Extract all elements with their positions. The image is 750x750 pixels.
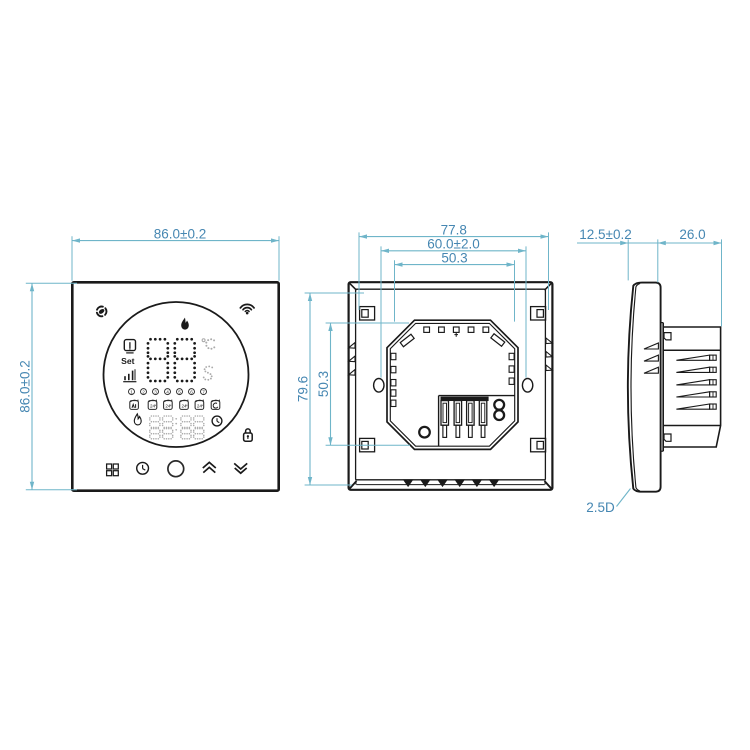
svg-text:2: 2 [142,390,145,395]
svg-text:5: 5 [178,390,181,395]
svg-text:7: 7 [202,390,205,395]
svg-text:24: 24 [181,404,187,409]
svg-text:26.0: 26.0 [679,227,705,242]
svg-text:12.5±0.2: 12.5±0.2 [579,227,631,242]
svg-text:24: 24 [197,404,203,409]
svg-text:50.3: 50.3 [316,371,331,397]
svg-text:86.0±0.2: 86.0±0.2 [18,360,33,412]
svg-text:77.8: 77.8 [441,222,467,237]
svg-text:86.0±0.2: 86.0±0.2 [154,227,206,242]
svg-text:60.0±2.0: 60.0±2.0 [427,237,479,252]
svg-text:50.3: 50.3 [441,250,467,265]
svg-text:Set: Set [121,356,135,366]
svg-text:4: 4 [166,390,169,395]
svg-text:1: 1 [130,390,133,395]
svg-text:2.5D: 2.5D [586,500,615,515]
svg-text:6: 6 [190,390,193,395]
svg-text:79.6: 79.6 [296,376,311,402]
svg-text:3: 3 [154,390,157,395]
svg-text:24: 24 [150,404,156,409]
svg-text:24: 24 [165,404,171,409]
